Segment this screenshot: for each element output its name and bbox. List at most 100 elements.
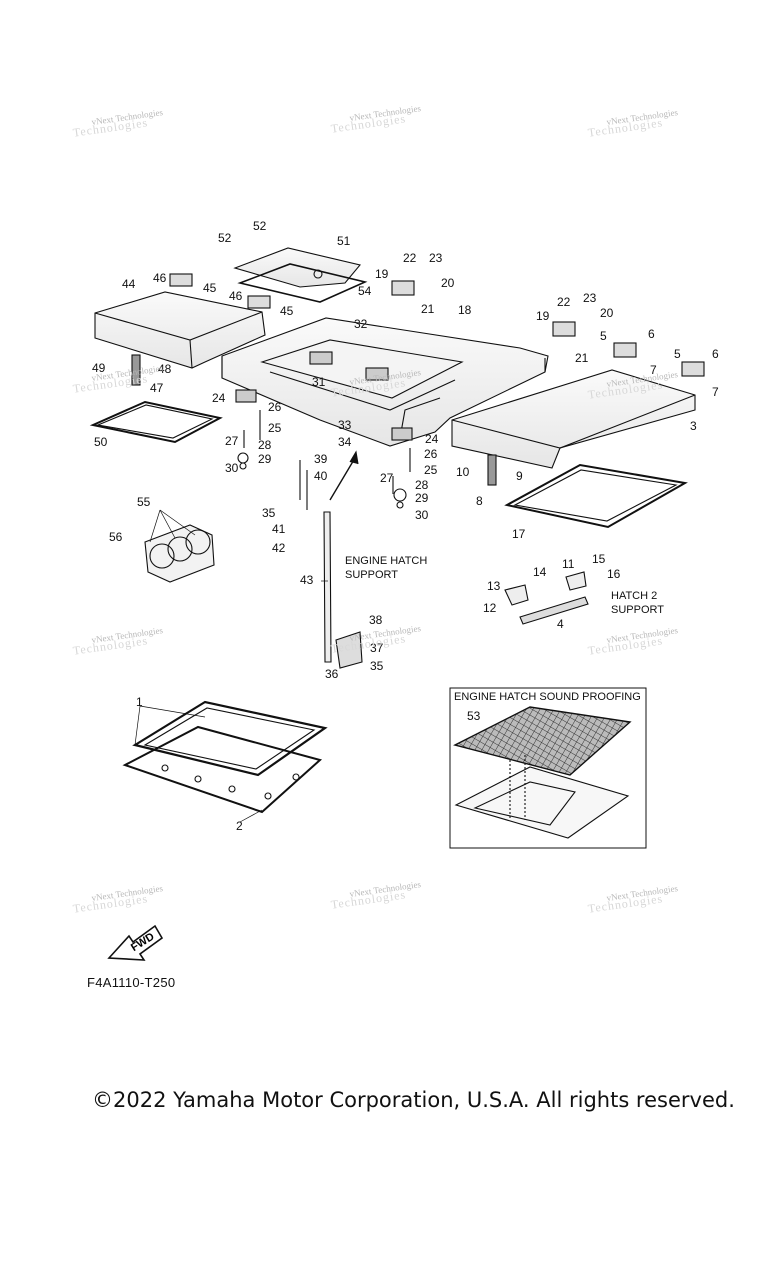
part-number-46: 46 [229,289,243,303]
ventilator-55 [144,524,215,583]
hinge-19 [391,280,415,296]
part-number-28: 28 [258,438,272,452]
hatch2-gas-strut [504,571,589,625]
part-number-29: 29 [415,491,429,505]
gasket-50 [89,400,223,444]
part-number-25: 25 [424,463,438,477]
sound-proofing-box [449,687,647,849]
part-number-47: 47 [150,381,164,395]
part-number-24: 24 [425,432,439,446]
figure-code: F4A1110-T250 [87,975,176,990]
part-number-28: 28 [415,478,429,492]
part-number-56: 56 [109,530,123,544]
callout-label: SUPPORT [611,604,664,616]
part-number-6: 6 [648,327,655,341]
part-number-27: 27 [380,471,394,485]
part-number-22: 22 [557,295,571,309]
part-number-51: 51 [337,234,351,248]
part-number-3: 3 [690,419,697,433]
part-number-42: 42 [272,541,286,555]
part-number-12: 12 [483,601,497,615]
sound-proofing-53 [453,706,632,776]
part-number-7: 7 [650,363,657,377]
part-number-20: 20 [600,306,614,320]
latch-24b [391,427,413,441]
part-number-24: 24 [212,391,226,405]
trim-ring-1 [122,700,328,814]
part-number-34: 34 [338,435,352,449]
part-number-48: 48 [158,362,172,376]
part-number-45: 45 [280,304,294,318]
part-number-18: 18 [458,303,472,317]
part-number-30: 30 [225,461,239,475]
part-number-45: 45 [203,281,217,295]
part-number-19: 19 [536,309,550,323]
gasket-17 [504,463,688,529]
part-number-26: 26 [424,447,438,461]
latch-47 [131,354,141,386]
part-number-19: 19 [375,267,389,281]
latch-45 [169,273,193,287]
part-number-25: 25 [268,421,282,435]
part-number-16: 16 [607,567,621,581]
part-number-5: 5 [600,329,607,343]
part-number-1: 1 [136,695,143,709]
part-number-21: 21 [575,351,589,365]
left-hatch-cover [94,291,266,369]
part-number-46: 46 [153,271,167,285]
part-number-5: 5 [674,347,681,361]
part-number-39: 39 [314,452,328,466]
hinge-5 [613,342,637,358]
small-hatch-51 [233,247,361,288]
part-number-40: 40 [314,469,328,483]
right-hatch-cover [451,369,696,469]
part-number-31: 31 [312,375,326,389]
part-number-9: 9 [516,469,523,483]
part-number-33: 33 [338,418,352,432]
copyright-notice: ©2022 Yamaha Motor Corporation, U.S.A. A… [92,1088,735,1112]
fwd-arrow-icon: FWD [107,924,164,961]
callout-label: ENGINE HATCH SOUND PROOFING [454,691,641,703]
part-number-6: 6 [712,347,719,361]
part-number-32: 32 [354,317,368,331]
part-number-20: 20 [441,276,455,290]
part-number-17: 17 [512,527,526,541]
hinge-19b [552,321,576,337]
part-number-11: 11 [562,557,575,571]
callout-label: SUPPORT [345,569,398,581]
part-number-26: 26 [268,400,282,414]
engine-hatch-support-rod [323,511,363,669]
part-number-50: 50 [94,435,108,449]
part-number-29: 29 [258,452,272,466]
part-number-27: 27 [225,434,239,448]
part-number-55: 55 [137,495,151,509]
gasket-54 [237,263,368,303]
part-number-23: 23 [583,291,597,305]
part-number-13: 13 [487,579,501,593]
part-number-49: 49 [92,361,106,375]
latch-8 [487,454,497,486]
part-number-54: 54 [358,284,372,298]
part-number-35: 35 [262,506,276,520]
hinge-5b [681,361,705,377]
part-number-44: 44 [122,277,136,291]
part-number-22: 22 [403,251,417,265]
callout-label: HATCH 2 [611,590,657,602]
part-number-7: 7 [712,385,719,399]
part-number-52: 52 [253,219,267,233]
part-number-52: 52 [218,231,232,245]
part-number-23: 23 [429,251,443,265]
part-number-15: 15 [592,552,606,566]
part-number-43: 43 [300,573,314,587]
part-number-2: 2 [236,819,243,833]
part-number-35: 35 [370,659,384,673]
part-number-53: 53 [467,709,481,723]
part-number-36: 36 [325,667,339,681]
part-number-8: 8 [476,494,483,508]
part-number-37: 37 [370,641,384,655]
part-number-38: 38 [369,613,383,627]
part-number-10: 10 [456,465,470,479]
latch-24 [235,389,257,403]
